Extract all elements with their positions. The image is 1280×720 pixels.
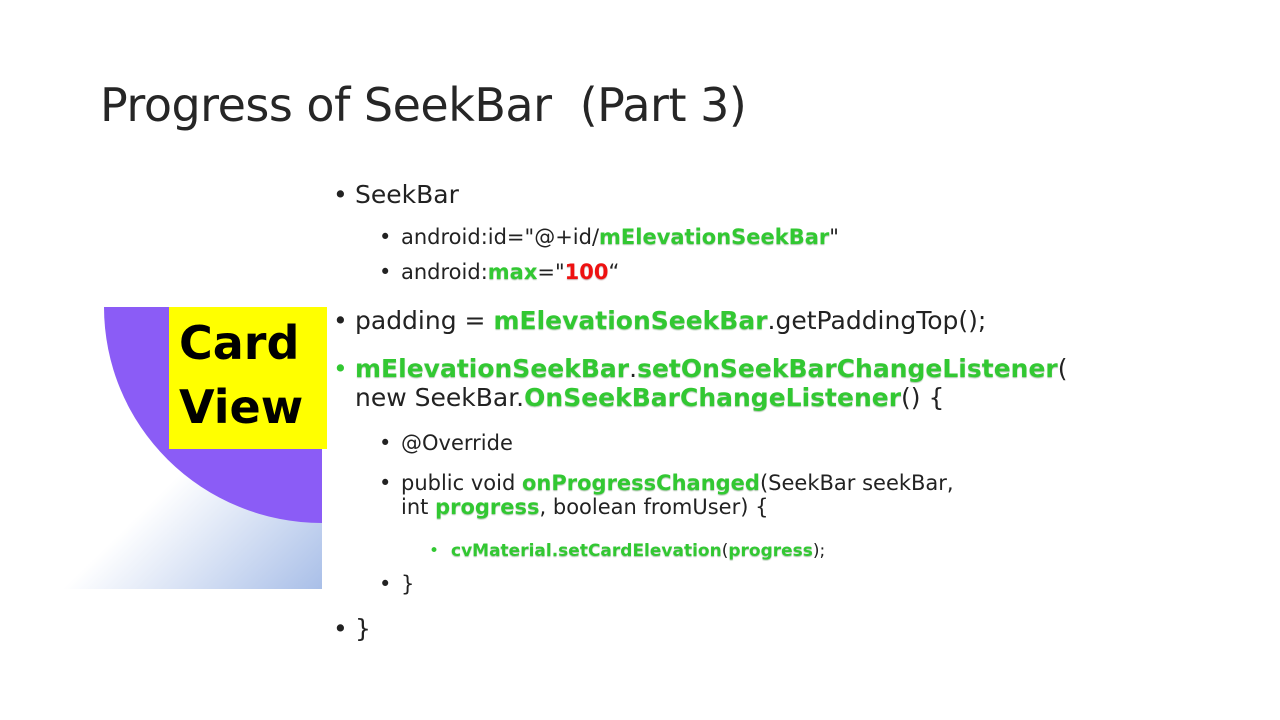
bullet-dot: •	[333, 354, 348, 383]
listener-text: mElevationSeekBar.setOnSeekBarChangeList…	[355, 354, 1068, 412]
bullet-close-outer: •}	[333, 614, 371, 643]
bullet-android-max: •android:max="100“	[379, 260, 620, 284]
bullet-set-card-elevation: •cvMaterial.setCardElevation(progress);	[429, 541, 826, 561]
bullet-dot: •	[379, 471, 392, 495]
bullet-dot: •	[429, 541, 440, 561]
bullet-padding: •padding = mElevationSeekBar.getPaddingT…	[333, 306, 987, 335]
card-view-label: Card View	[169, 307, 327, 449]
bullet-on-progress-changed: • public void onProgressChanged(SeekBar s…	[379, 471, 954, 519]
bullet-android-id: •android:id="@+id/mElevationSeekBar"	[379, 225, 839, 249]
bullet-dot: •	[333, 306, 348, 335]
bullet-seekbar: •SeekBar	[333, 180, 459, 209]
bullet-set-listener: •mElevationSeekBar.setOnSeekBarChangeLis…	[333, 354, 1068, 412]
bullet-dot: •	[333, 180, 348, 209]
card-label-line1: Card	[179, 316, 300, 370]
bullet-close-inner: •}	[379, 572, 415, 596]
bullet-dot: •	[379, 431, 392, 455]
bullet-dot: •	[379, 260, 392, 284]
bullet-override: •@Override	[379, 431, 513, 455]
bullet-dot: •	[379, 225, 392, 249]
method-signature: public void onProgressChanged(SeekBar se…	[401, 471, 954, 519]
bullet-dot: •	[333, 614, 348, 643]
card-label-line2: View	[179, 380, 304, 434]
bullet-dot: •	[379, 572, 392, 596]
slide-title: Progress of SeekBar (Part 3)	[100, 78, 747, 132]
